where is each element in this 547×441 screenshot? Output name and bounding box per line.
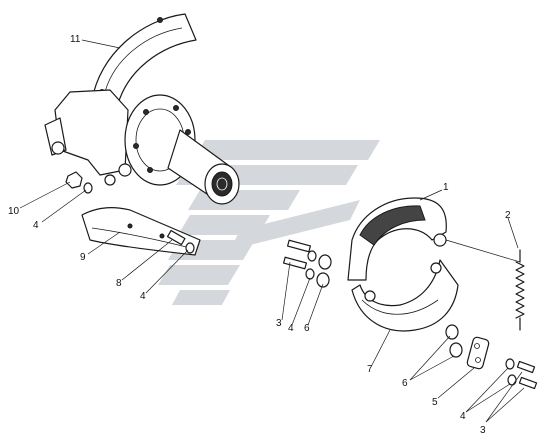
washer-4c [305, 250, 317, 280]
callout-3a: 3 [276, 318, 282, 329]
bushing-6b [445, 324, 463, 358]
brake-shoe-lower [351, 259, 459, 332]
callout-4b: 4 [140, 291, 146, 302]
bushing-6a [316, 254, 332, 288]
callout-4d: 4 [460, 411, 466, 422]
callout-labels: 11 10 4 9 8 4 3 4 6 1 2 7 6 5 4 3 [8, 34, 511, 436]
washer-4d [505, 358, 517, 386]
callout-1: 1 [443, 182, 449, 193]
callout-10: 10 [8, 206, 20, 217]
brake-shoe-upper [347, 197, 447, 281]
return-spring [445, 239, 525, 331]
callout-4a: 4 [33, 220, 39, 231]
callout-9: 9 [80, 252, 86, 263]
callout-2: 2 [505, 210, 511, 221]
axle-hub-housing [44, 89, 240, 205]
callout-6a: 6 [304, 323, 310, 334]
link-plate-5 [466, 336, 490, 370]
bolt-8 [166, 229, 186, 246]
dust-shield-lower [81, 206, 201, 256]
bolt-3b [516, 360, 538, 390]
callout-7: 7 [367, 364, 373, 375]
callout-5: 5 [432, 397, 438, 408]
callout-8: 8 [116, 278, 122, 289]
callout-6b: 6 [402, 378, 408, 389]
callout-3b: 3 [480, 425, 486, 436]
bolt-3a [282, 239, 312, 270]
callout-4c: 4 [288, 323, 294, 334]
callout-11: 11 [70, 34, 81, 45]
washer-4b [185, 242, 195, 254]
leader-lines [19, 39, 525, 423]
washer-4a [83, 182, 93, 194]
nut-10 [65, 171, 83, 189]
